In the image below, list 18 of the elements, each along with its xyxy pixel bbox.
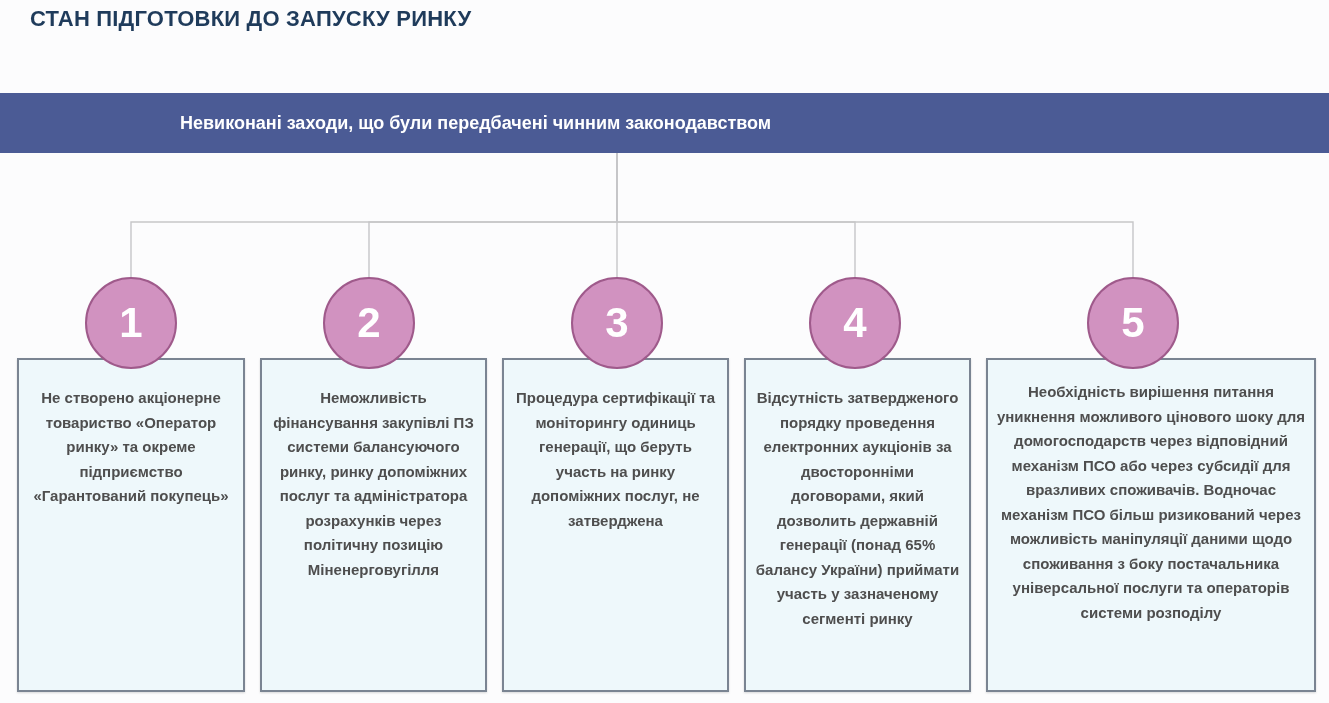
step-card [17, 358, 245, 692]
step-number: 5 [1121, 302, 1145, 344]
step-number: 2 [357, 302, 381, 344]
step-number: 4 [843, 302, 867, 344]
step-description: Процедура сертифікації та моніторингу одиниць генерації, що беруть участь на ринку допоміжних послуг, не затверджена [515, 388, 716, 531]
step-description: Необхідність вирішення питання уникнення можливого цінового шоку для домогосподарств через відповідний механізм ПСО або через субсидії для вразливих споживачів. Водночас механізм ПСО більш ризикований через можливість маніпуляції даними щодо споживання з боку постачальника універсальної послуги та операторів системи розподілу [996, 382, 1306, 623]
step-card [260, 358, 487, 692]
band-heading: Невиконані заходи, що були передбачені чинним законодавством [180, 112, 772, 134]
step-description: Не створено акціонерне товариство «Оператор ринку» та окреме підприємство «Гарантований покупець» [32, 388, 230, 506]
page-title: СТАН ПІДГОТОВКИ ДО ЗАПУСКУ РИНКУ [30, 6, 472, 32]
step-card [502, 358, 729, 692]
step-card [986, 358, 1316, 692]
step-description: Відсутність затвердженого порядку проведення електронних аукціонів за двосторонніми договорами, який дозволить державній генерації (понад 65% балансу України) приймати участь у зазначеному сегменті ринку [754, 388, 961, 629]
header-band [0, 93, 1329, 153]
step-description: Неможливість фінансування закупівлі ПЗ системи балансуючого ринку, ринку допоміжних послуг та адміністратора розрахунків через політичну позицію Міненерговугілля [272, 388, 475, 580]
step-card [744, 358, 971, 692]
step-number: 1 [119, 302, 143, 344]
step-number: 3 [605, 302, 629, 344]
